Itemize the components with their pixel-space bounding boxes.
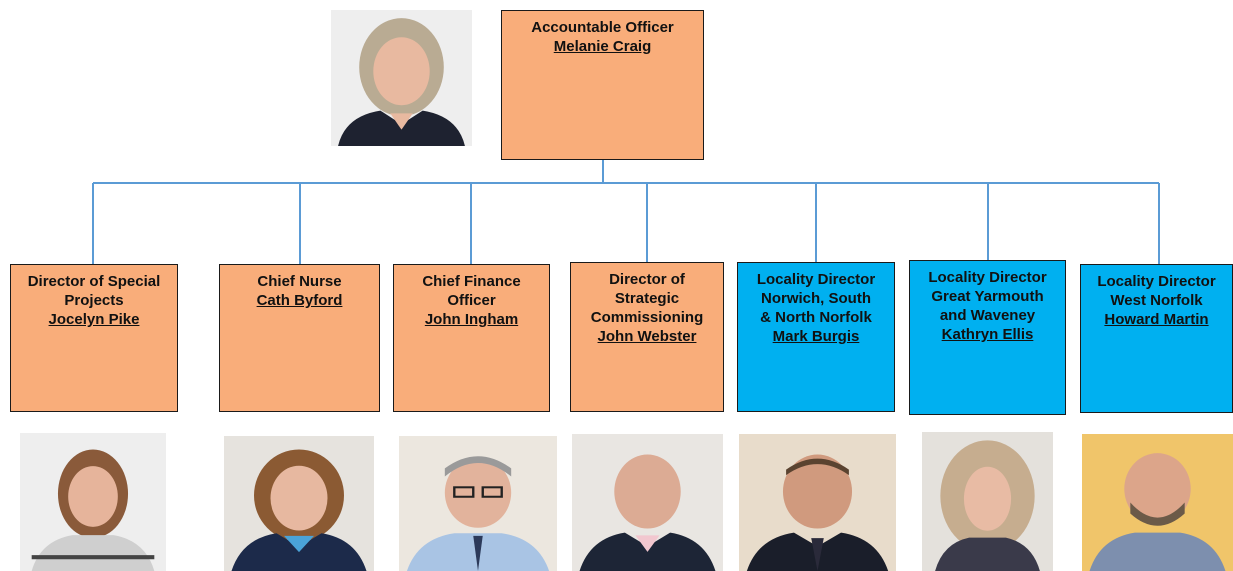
box-title: Locality Director West Norfolk <box>1097 273 1216 309</box>
mark-burgis-photo <box>739 434 896 571</box>
jocelyn-pike-photo <box>20 433 166 571</box>
john-ingham-photo <box>399 436 557 571</box>
director-box-locality-west-norfolk: Locality Director West Norfolk Howard Ma… <box>1080 264 1233 413</box>
box-title: Accountable Officer <box>531 19 674 36</box>
box-title: Locality Director Great Yarmouth and Wav… <box>928 269 1047 324</box>
director-box-chief-finance: Chief Finance Officer John Ingham <box>393 264 550 412</box>
box-title: Locality Director Norwich, South & North… <box>756 271 876 326</box>
director-box-chief-nurse: Chief Nurse Cath Byford <box>219 264 380 412</box>
howard-martin-photo <box>1082 434 1233 571</box>
cath-byford-photo <box>224 436 374 571</box>
director-box-locality-great-yarmouth: Locality Director Great Yarmouth and Wav… <box>909 260 1066 415</box>
kathryn-ellis-photo <box>922 432 1053 571</box>
box-name: Mark Burgis <box>772 328 860 345</box>
director-box-locality-norwich: Locality Director Norwich, South & North… <box>737 262 895 412</box>
box-name: Melanie Craig <box>553 38 652 55</box>
box-name: Kathryn Ellis <box>941 326 1034 343</box>
box-title: Director of Strategic Commissioning <box>590 271 704 326</box>
box-name: John Webster <box>597 328 697 345</box>
accountable-officer-photo <box>331 10 472 146</box>
director-box-strategic-commissioning: Director of Strategic Commissioning John… <box>570 262 724 412</box>
box-title: Director of Special Projects <box>27 273 161 309</box>
box-name: Howard Martin <box>1104 311 1209 328</box>
box-name: Jocelyn Pike <box>48 311 140 328</box>
box-name: John Ingham <box>424 311 519 328</box>
accountable-officer-box: Accountable Officer Melanie Craig <box>501 10 704 160</box>
director-box-special-projects: Director of Special Projects Jocelyn Pik… <box>10 264 178 412</box>
box-title: Chief Finance Officer <box>422 273 521 309</box>
box-title: Chief Nurse <box>257 273 342 290</box>
john-webster-photo <box>572 434 723 571</box>
box-name: Cath Byford <box>256 292 343 309</box>
